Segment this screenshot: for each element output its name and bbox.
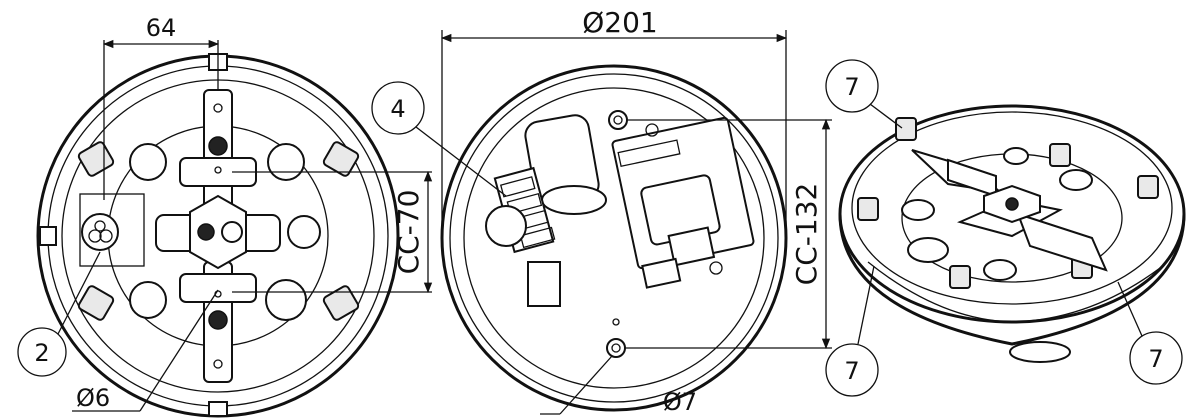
dim-hole-6-label: Ø6 — [76, 384, 110, 412]
callout-7-top: 7 — [844, 73, 859, 101]
dim-64-label: 64 — [146, 14, 177, 42]
left-view: 64 CC-70 2 Ø6 — [17, 14, 433, 418]
callout-7-bottom-right: 7 — [1148, 345, 1163, 373]
right-view: 7 7 7 — [825, 59, 1186, 397]
callout-2: 2 — [34, 339, 49, 367]
middle-view: Ø201 CC-132 4 Ø7 — [371, 6, 832, 416]
callout-4: 4 — [390, 95, 405, 123]
dim-cc70-label: CC-70 — [392, 190, 425, 275]
callout-7-bottom-left: 7 — [844, 357, 859, 385]
dim-diameter-201-label: Ø201 — [582, 6, 657, 39]
dim-hole-7-label: Ø7 — [663, 388, 697, 416]
dim-cc132-label: CC-132 — [790, 183, 823, 286]
